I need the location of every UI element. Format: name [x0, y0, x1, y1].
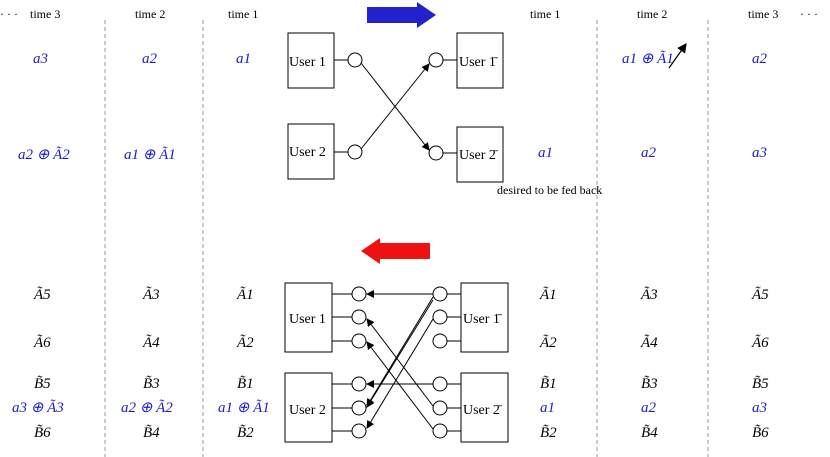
- top-left-t3-row1: a3: [33, 51, 48, 67]
- bottom-links: [366, 290, 434, 430]
- feedback-note: desired to be fed back: [497, 183, 602, 197]
- forward-arrow-icon: [367, 2, 436, 28]
- svg-text:Ã2: Ã2: [539, 334, 557, 351]
- bottom-user2bar-label: User 2̄: [463, 403, 503, 418]
- top-left-t2-row2: a1 ⊕ Ã1: [124, 146, 176, 163]
- header-left-time3: time 3: [30, 7, 60, 21]
- bottom-right-t2-column: Ã3 Ã4 B̃3 a2 B̃4: [640, 286, 658, 441]
- header-left-time2: time 2: [135, 7, 165, 21]
- header-right-time3: time 3: [748, 7, 778, 21]
- header-left-time1: time 1: [228, 7, 258, 21]
- left-ellipsis: · · ·: [0, 7, 18, 21]
- svg-text:a1 ⊕ Ã1: a1 ⊕ Ã1: [218, 399, 270, 416]
- bottom-left-t3-column: Ã5 Ã6 B̃5 a3 ⊕ Ã3 B̃6: [12, 286, 64, 441]
- bottom-left-t1-column: Ã1 Ã2 B̃1 a1 ⊕ Ã1 B̃2: [218, 286, 270, 441]
- bottom-user1bar-box: [460, 282, 509, 353]
- top-left-t3-row2: a2 ⊕ Ã2: [18, 146, 70, 163]
- svg-text:a2: a2: [641, 400, 657, 416]
- svg-text:B̃1: B̃1: [540, 376, 557, 392]
- top-user2bar-box: [456, 126, 504, 183]
- svg-text:B̃4: B̃4: [641, 425, 658, 441]
- svg-text:B̃2: B̃2: [237, 425, 254, 441]
- top-user2bar-label: User 2̄: [459, 148, 499, 163]
- svg-text:B̃2: B̃2: [540, 425, 557, 441]
- svg-text:Ã2: Ã2: [236, 334, 254, 351]
- bottom-right-t1-column: Ã1 Ã2 B̃1 a1 B̃2: [539, 286, 557, 441]
- svg-text:B̃5: B̃5: [34, 376, 51, 392]
- svg-text:Ã4: Ã4: [640, 334, 658, 351]
- bottom-user1bar-label: User 1̄: [463, 312, 503, 327]
- bottom-right-ports: [432, 286, 461, 439]
- svg-text:Ã6: Ã6: [751, 334, 769, 351]
- port: [428, 145, 444, 161]
- bottom-user2-box: [284, 372, 333, 443]
- bottom-user1-label: User 1: [289, 312, 326, 327]
- backward-arrow-icon: [361, 238, 430, 264]
- port: [428, 52, 444, 68]
- svg-text:Ã5: Ã5: [751, 286, 769, 303]
- svg-text:Ã1: Ã1: [539, 286, 557, 303]
- svg-text:Ã3: Ã3: [640, 286, 658, 303]
- svg-text:a3 ⊕ Ã3: a3 ⊕ Ã3: [12, 399, 64, 416]
- top-right-t3-row2: a3: [752, 145, 767, 161]
- top-user1-label: User 1: [289, 55, 326, 70]
- top-right-t3-row1: a2: [752, 51, 768, 67]
- svg-text:B̃6: B̃6: [752, 425, 769, 441]
- port: [347, 52, 363, 68]
- bottom-user1-box: [284, 282, 333, 353]
- top-user1bar-box: [456, 32, 504, 89]
- strike-arrow-icon: [668, 43, 687, 69]
- svg-text:B̃5: B̃5: [752, 376, 769, 392]
- top-user1bar-label: User 1̄: [459, 55, 499, 70]
- svg-text:a3: a3: [752, 400, 767, 416]
- top-right-t2-row2: a2: [641, 145, 657, 161]
- svg-text:a1: a1: [540, 400, 555, 416]
- right-ellipsis: · · ·: [800, 7, 818, 21]
- top-user2-box: [287, 123, 335, 180]
- bottom-right-t3-column: Ã5 Ã6 B̃5 a3 B̃6: [751, 286, 769, 441]
- svg-text:B̃3: B̃3: [641, 376, 658, 392]
- link-arrow: [360, 63, 430, 150]
- header-right-time1: time 1: [530, 7, 560, 21]
- svg-text:Ã6: Ã6: [33, 334, 51, 351]
- port: [347, 144, 363, 160]
- svg-text:B̃4: B̃4: [143, 425, 160, 441]
- bottom-user2-label: User 2: [289, 403, 326, 418]
- svg-text:Ã4: Ã4: [142, 334, 160, 351]
- top-user2-label: User 2: [289, 145, 326, 160]
- svg-text:Ã5: Ã5: [33, 286, 51, 303]
- svg-text:B̃3: B̃3: [143, 376, 160, 392]
- bottom-user2bar-box: [460, 372, 509, 443]
- top-right-t2-row1: a1 ⊕ Ã1: [622, 50, 674, 67]
- top-left-t2-row1: a2: [142, 51, 158, 67]
- svg-text:B̃6: B̃6: [34, 425, 51, 441]
- header-right-time2: time 2: [637, 7, 667, 21]
- bottom-left-ports: [332, 286, 367, 439]
- top-right-t1-row2: a1: [538, 145, 553, 161]
- top-left-t1-row1: a1: [236, 51, 251, 67]
- svg-text:Ã3: Ã3: [142, 286, 160, 303]
- svg-text:a2 ⊕ Ã2: a2 ⊕ Ã2: [121, 399, 173, 416]
- svg-text:B̃1: B̃1: [237, 376, 254, 392]
- top-user1-box: [287, 32, 335, 89]
- svg-text:Ã1: Ã1: [236, 286, 254, 303]
- bottom-left-t2-column: Ã3 Ã4 B̃3 a2 ⊕ Ã2 B̃4: [121, 286, 173, 441]
